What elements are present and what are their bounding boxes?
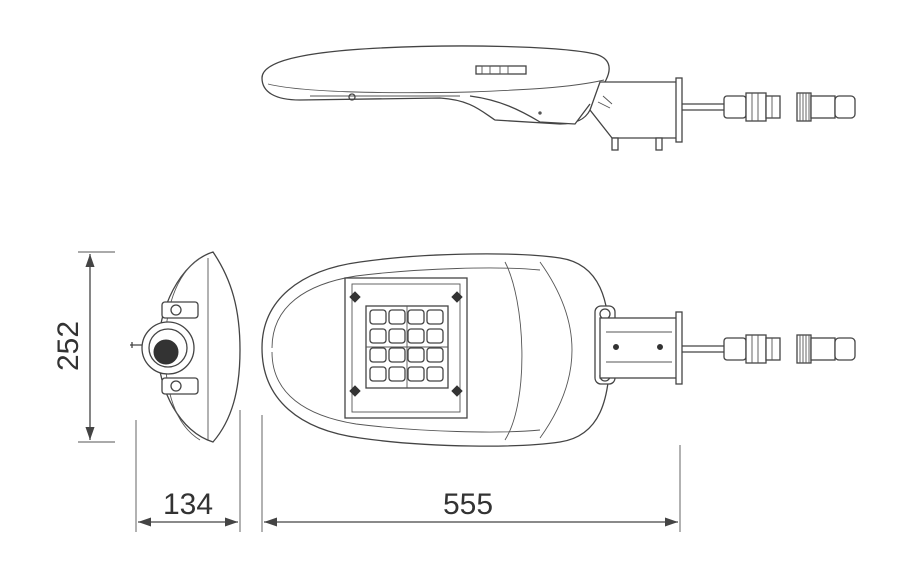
connector-top-a [723, 334, 781, 364]
connector-side-a [723, 92, 781, 122]
dimension-height-label: 252 [52, 321, 85, 371]
dimension-width-small-label: 134 [163, 488, 213, 521]
front-view [130, 251, 241, 443]
connector-top-b [796, 334, 856, 364]
dimension-length-label: 555 [443, 488, 493, 521]
dimension-length [261, 415, 681, 532]
dimension-width-small [135, 410, 241, 532]
led-array [365, 305, 449, 389]
connector-side-b [796, 92, 856, 122]
dimension-height [78, 251, 115, 443]
side-view [261, 45, 856, 151]
top-view [261, 253, 856, 447]
